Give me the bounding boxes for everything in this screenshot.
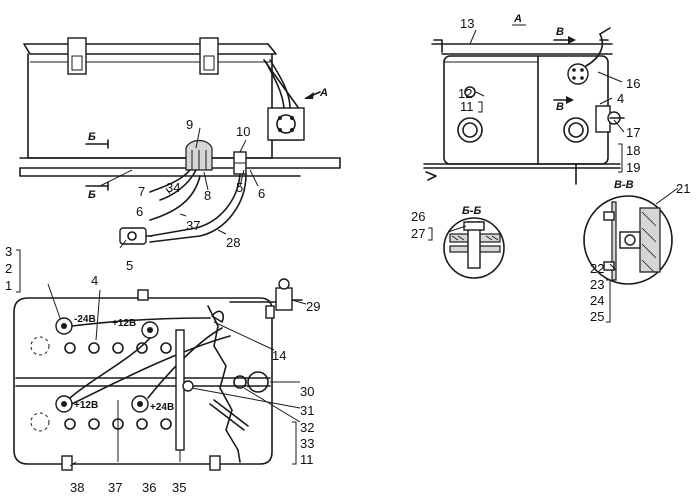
label-36: 36 [142,480,156,495]
mark-section-vv: В-В [614,179,634,191]
label-9: 9 [186,117,193,132]
label-12: 12 [458,86,472,101]
label-4-plan: 4 [91,273,98,288]
mark-v-bottom: В [556,101,564,113]
label-34: 34 [166,180,180,195]
label-2: 2 [5,261,12,276]
label-19: 19 [626,160,640,175]
label-23: 23 [590,277,604,292]
label-4-view: 4 [617,91,624,106]
label-6-right: 6 [258,186,265,201]
section-b-b [443,217,505,279]
label-17: 17 [626,125,640,140]
mark-a-arrow: А [319,87,328,99]
label-3: 3 [5,244,12,259]
leader-lines [47,29,679,467]
vent-left [457,117,483,143]
terminal-labels: -24В +12В +12В +24В [74,314,174,413]
base-frame [19,157,341,169]
cable-minus [71,317,211,327]
label-5-top: 5 [236,180,243,195]
label-1: 1 [5,278,12,293]
switch-housing [267,107,305,141]
mark-v-top: В [556,26,564,38]
label-33: 33 [300,436,314,451]
section-v-circle [583,195,673,285]
hose-28 [149,173,241,237]
label-24: 24 [590,293,604,308]
connector-plug [119,227,147,245]
label-38: 38 [70,480,84,495]
label-28: 28 [226,235,240,250]
wire-34 [149,169,191,193]
box-lid [23,43,277,55]
vent-right [563,117,589,143]
label-14: 14 [272,348,286,363]
hose-37 [149,175,201,221]
label-27: 27 [411,226,425,241]
hole-30 [247,371,269,393]
mark-section-bb: Б-Б [462,205,481,217]
terminal-label-plus12-bottom: +12В [74,400,98,411]
connector-16 [567,63,589,85]
hole-12 [464,86,476,98]
cell-caps-upper [64,342,172,354]
cable-plus24 [147,327,223,399]
mark-b-top: Б [88,131,96,143]
label-29: 29 [306,299,320,314]
label-11-top: 11 [460,99,474,114]
section-v-v [583,195,673,285]
switch-29 [275,287,293,311]
label-16: 16 [626,76,640,91]
label-30: 30 [300,384,314,399]
label-13: 13 [460,16,474,31]
terminal-label-minus24: -24В [74,314,96,325]
label-11-bottom: 11 [300,452,314,467]
plan-view [13,278,303,471]
label-10: 10 [236,124,250,139]
label-25: 25 [590,309,604,324]
terminal-label-plus12-top: +12В [112,318,136,329]
mark-a-view: А [513,13,522,25]
view-marks: А А Б Б В В Б-Б В-В [88,13,634,217]
label-7: 7 [138,184,145,199]
label-5-bottom: 5 [126,258,133,273]
hole-31 [233,375,247,389]
view-a [423,27,625,185]
callout-labels: 3 2 1 4 4 5 5 6 6 7 8 9 10 11 12 13 14 1… [5,16,690,495]
label-6-left: 6 [136,204,143,219]
cable-link [69,337,151,399]
box-body [27,53,273,159]
section-b-circle [443,217,505,279]
label-22: 22 [590,261,604,276]
label-26: 26 [411,209,425,224]
label-37-bottom: 37 [108,480,122,495]
label-21: 21 [676,181,690,196]
side-view [19,37,341,245]
label-35: 35 [172,480,186,495]
label-32: 32 [300,420,314,435]
label-18: 18 [626,143,640,158]
cutaway-edge [207,305,241,463]
label-37-top: 37 [186,218,200,233]
plan-box [13,297,273,465]
terminal-label-plus24: +24В [150,402,174,413]
label-8: 8 [204,188,211,203]
mark-b-bottom: Б [88,189,96,201]
strap-35 [175,329,185,451]
label-31: 31 [300,403,314,418]
